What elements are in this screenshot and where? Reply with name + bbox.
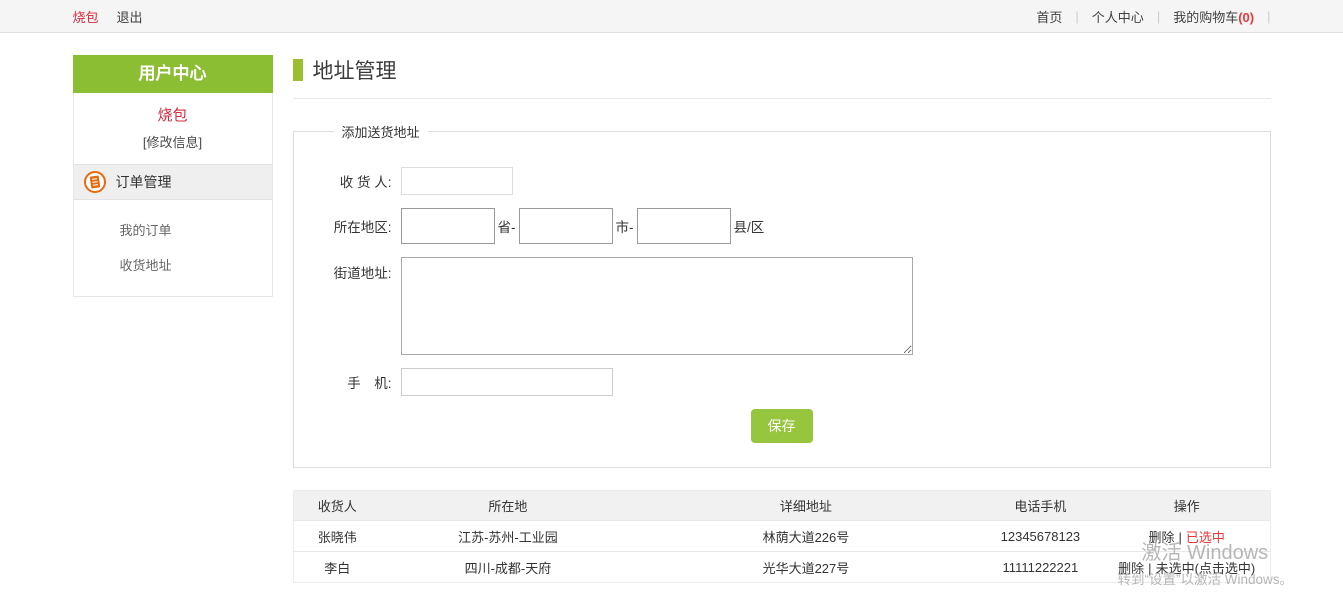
separator: | <box>1156 8 1161 24</box>
sidebar-group-label: 订单管理 <box>115 174 172 190</box>
nav-account-link[interactable]: 个人中心 <box>1091 9 1144 25</box>
separator: | <box>1267 8 1271 24</box>
district-input[interactable] <box>636 208 731 244</box>
cell-address: 林荫大道226号 <box>634 520 977 552</box>
cart-count-badge: (0) <box>1238 9 1255 25</box>
address-table: 收货人 所在地 详细地址 电话手机 操作 张晓伟 江苏-苏州-工业园 林荫大道2… <box>292 490 1271 583</box>
cart-label: 我的购物车 <box>1173 9 1239 25</box>
header-region: 所在地 <box>380 490 635 521</box>
topbar-brand-link[interactable]: 烧包 <box>72 9 99 25</box>
add-address-legend: 添加送货地址 <box>341 125 420 140</box>
receiver-input[interactable] <box>400 167 513 195</box>
header-address: 详细地址 <box>634 490 977 521</box>
op-separator: | <box>1148 560 1152 576</box>
header-phone: 电话手机 <box>976 490 1104 521</box>
delete-link[interactable]: 删除 <box>1148 529 1175 545</box>
nav-home-link[interactable]: 首页 <box>1036 9 1063 25</box>
header-receiver: 收货人 <box>293 490 381 521</box>
sidebar-username-link[interactable]: 烧包 <box>157 107 188 124</box>
select-address-link[interactable]: 未选中(点击选中) <box>1155 560 1256 576</box>
delete-link[interactable]: 删除 <box>1118 560 1145 576</box>
region-label: 所在地区: <box>333 220 392 235</box>
cell-receiver: 李白 <box>293 551 381 583</box>
city-input[interactable] <box>518 208 613 244</box>
sidebar-item-my-orders[interactable]: 我的订单 <box>119 223 172 238</box>
cell-phone: 12345678123 <box>976 520 1104 552</box>
cell-region: 江苏-苏州-工业园 <box>380 520 635 552</box>
cell-region: 四川-成都-天府 <box>380 551 635 583</box>
sidebar-group-order-management[interactable]: 订单管理 <box>73 164 272 200</box>
cell-actions: 删除|已选中 <box>1103 520 1270 552</box>
edit-info-link[interactable]: [修改信息] <box>142 135 203 150</box>
table-row: 李白 四川-成都-天府 光华大道227号 11111222221 删除|未选中(… <box>293 551 1270 583</box>
phone-input[interactable] <box>400 368 613 396</box>
cell-receiver: 张晓伟 <box>293 520 381 552</box>
topbar: 烧包 退出 首页 | 个人中心 | 我的购物车(0) | <box>0 0 1343 33</box>
sidebar: 用户中心 烧包 [修改信息] 订单管理 <box>72 55 273 297</box>
cell-phone: 11111222221 <box>976 551 1104 583</box>
page-title: 地址管理 <box>312 60 397 83</box>
sidebar-title: 用户中心 <box>72 55 273 93</box>
add-address-fieldset: 添加送货地址 收 货 人: 所在地区: 省- 市- 县/区 街道地址: 手 机: <box>292 122 1271 468</box>
province-input[interactable] <box>400 208 495 244</box>
cell-actions: 删除|未选中(点击选中) <box>1103 551 1270 583</box>
main-content: 地址管理 添加送货地址 收 货 人: 所在地区: 省- 市- 县/区 街道地址: <box>292 55 1271 583</box>
city-suffix: 市- <box>615 220 634 235</box>
table-row: 张晓伟 江苏-苏州-工业园 林荫大道226号 12345678123 删除|已选… <box>293 520 1270 552</box>
province-suffix: 省- <box>497 220 516 235</box>
sidebar-item-shipping-address[interactable]: 收货地址 <box>119 258 172 273</box>
street-address-textarea[interactable] <box>400 257 913 355</box>
district-suffix: 县/区 <box>733 220 765 235</box>
receiver-label: 收 货 人: <box>339 175 392 190</box>
title-accent-square <box>292 59 303 81</box>
street-label: 街道地址: <box>333 266 392 281</box>
cell-address: 光华大道227号 <box>634 551 977 583</box>
save-button[interactable]: 保存 <box>750 409 813 443</box>
header-actions: 操作 <box>1103 490 1270 521</box>
status-selected-label: 已选中 <box>1185 529 1225 545</box>
logout-link[interactable]: 退出 <box>116 9 143 25</box>
separator: | <box>1075 8 1079 24</box>
nav-cart-link[interactable]: 我的购物车(0) <box>1160 7 1267 26</box>
op-separator: | <box>1178 529 1182 545</box>
table-header-row: 收货人 所在地 详细地址 电话手机 操作 <box>293 490 1270 521</box>
phone-label: 手 机: <box>347 376 392 391</box>
order-document-icon <box>83 171 106 193</box>
